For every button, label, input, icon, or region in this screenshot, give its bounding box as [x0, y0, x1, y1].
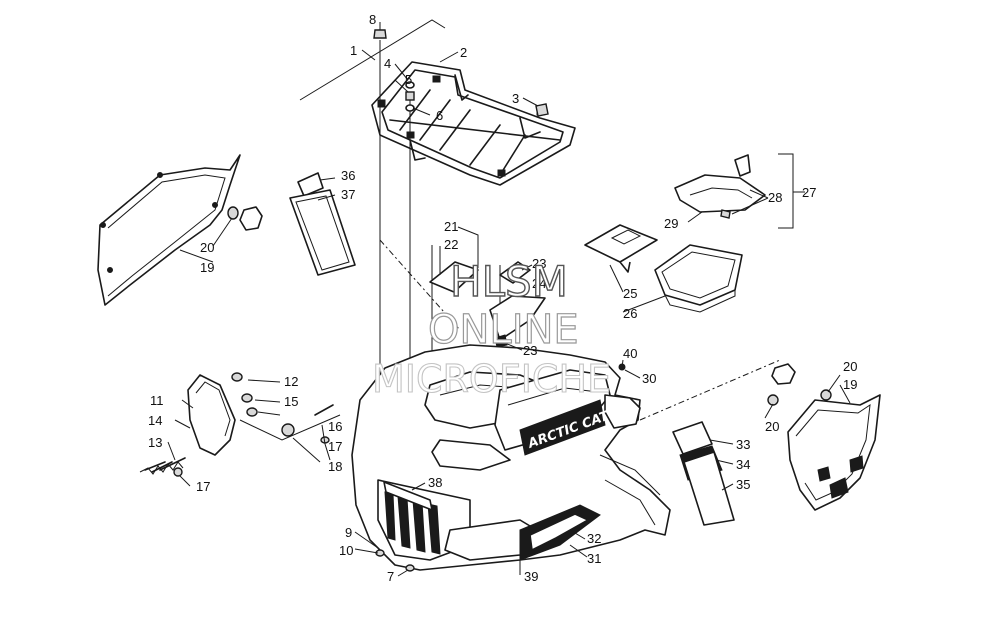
bottom-hardware [375, 549, 415, 572]
callout-38: 38 [428, 475, 442, 490]
callout-8: 8 [369, 12, 376, 27]
callout-35: 35 [736, 477, 750, 492]
callout-6: 6 [436, 108, 443, 123]
callout-labels: 1 2 3 4 5 6 7 8 9 10 11 12 13 14 15 16 1… [148, 12, 857, 584]
callout-17-lower: 17 [196, 479, 210, 494]
callout-33: 33 [736, 437, 750, 452]
front-rack [371, 61, 576, 186]
callout-29: 29 [664, 216, 678, 231]
callout-20-center: 20 [765, 419, 779, 434]
watermark: HLSM ONLINE MICROFICHE [371, 256, 611, 401]
callout-19-left: 19 [200, 260, 214, 275]
callout-15: 15 [284, 394, 298, 409]
callout-7: 7 [387, 569, 394, 584]
callout-26: 26 [623, 306, 637, 321]
callout-27: 27 [802, 185, 816, 200]
callout-28: 28 [768, 190, 782, 205]
callout-17-upper: 17 [328, 439, 342, 454]
callout-30: 30 [642, 371, 656, 386]
callout-16: 16 [328, 419, 342, 434]
callout-23-lower: 23 [523, 343, 537, 358]
callout-3: 3 [512, 91, 519, 106]
callout-18: 18 [328, 459, 342, 474]
callout-14: 14 [148, 413, 162, 428]
callout-22: 22 [444, 237, 458, 252]
mud-flap-assembly [139, 372, 341, 477]
callout-36: 36 [341, 168, 355, 183]
decal-36-37 [289, 172, 356, 276]
callout-13: 13 [148, 435, 162, 450]
callout-1: 1 [350, 43, 357, 58]
callout-9: 9 [345, 525, 352, 540]
front-fender-body [351, 344, 671, 571]
callout-20-left: 20 [200, 240, 214, 255]
callout-12: 12 [284, 374, 298, 389]
callout-40: 40 [623, 346, 637, 361]
callout-21: 21 [444, 219, 458, 234]
storage-bin [584, 224, 743, 313]
rack-bracket-line [299, 19, 446, 101]
right-side-panel [767, 363, 881, 511]
callout-23-upper: 23 [532, 256, 546, 271]
watermark-line-1: HLSM [450, 257, 568, 306]
callout-20-right: 20 [843, 359, 857, 374]
callout-39: 39 [524, 569, 538, 584]
callout-10: 10 [339, 543, 353, 558]
callout-2: 2 [460, 45, 467, 60]
leader-lines [167, 22, 851, 577]
callout-32: 32 [587, 531, 601, 546]
left-side-panel [97, 154, 263, 306]
callout-19-right: 19 [843, 377, 857, 392]
callout-24: 24 [532, 276, 546, 291]
callout-31: 31 [587, 551, 601, 566]
center-panels [429, 261, 546, 348]
callout-37: 37 [341, 187, 355, 202]
storage-lid [674, 153, 794, 229]
callout-11: 11 [150, 393, 164, 408]
watermark-line-3: MICROFICHE [372, 357, 611, 401]
watermark-line-2: ONLINE [428, 307, 579, 353]
callout-25: 25 [623, 286, 637, 301]
callout-34: 34 [736, 457, 750, 472]
callout-5: 5 [405, 72, 412, 87]
rack-hardware [373, 29, 549, 117]
decal-33-35 [639, 359, 781, 526]
callout-4: 4 [384, 56, 391, 71]
